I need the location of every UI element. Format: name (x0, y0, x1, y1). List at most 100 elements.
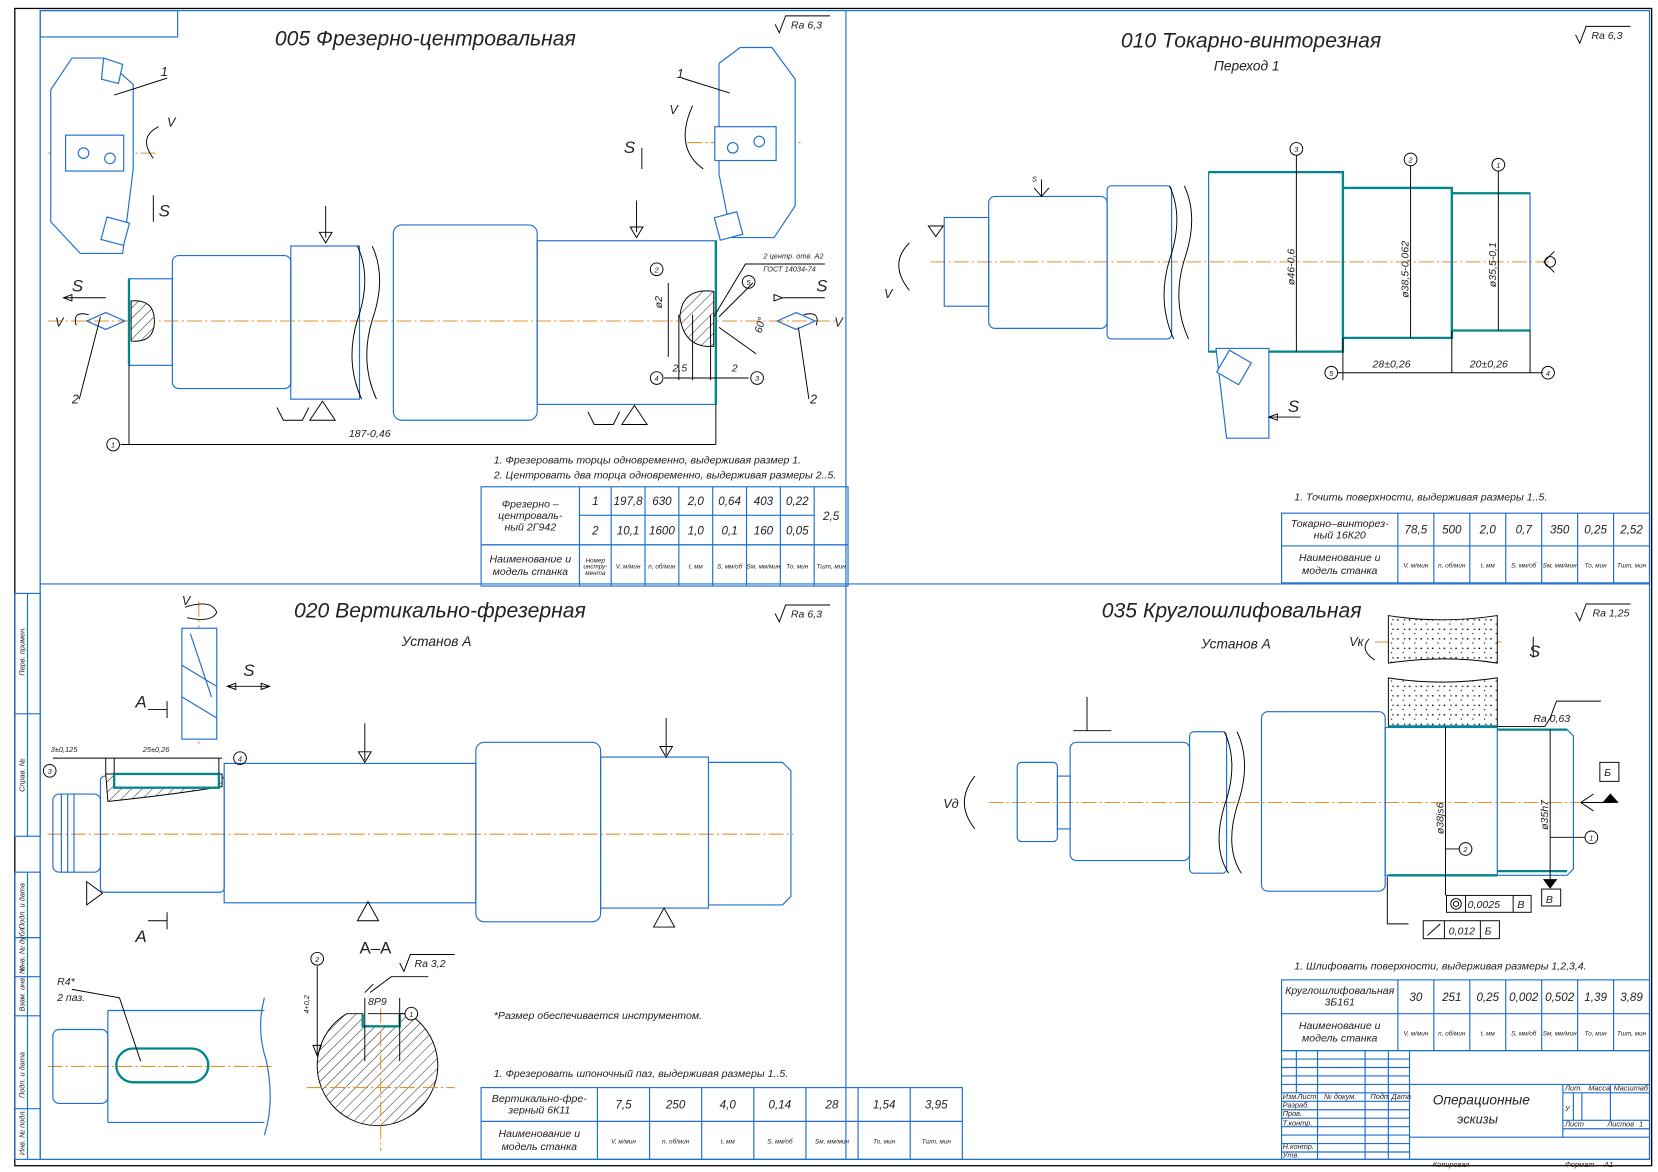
machine-name: 3Б161 (1325, 997, 1355, 1009)
machine-name: Фрезерно – (502, 498, 559, 510)
copied-label: Копировал (1433, 1160, 1471, 1169)
note-1: 1. Фрезеровать шпоночный паз, выдерживая… (494, 1068, 788, 1080)
milling-cutter-right-icon (713, 46, 796, 241)
callout: 2 (1407, 156, 1412, 165)
table-cell: 7,5 (615, 1099, 632, 1112)
grinding-wheel-icon (1387, 615, 1498, 727)
label-feed-s: S (159, 201, 171, 220)
table-cell: 2,0 (687, 495, 705, 508)
center-hole-spec: 2 центр. отв. А2 (762, 252, 823, 261)
stamp-ref-no: Справ. № (17, 758, 26, 792)
table-cell: 0,64 (718, 495, 741, 508)
format-value: А1 (1603, 1160, 1613, 1169)
dim-length-20: 20±0,26 (1469, 358, 1508, 370)
stamp-sign-date-2: Подп. и дата (17, 1052, 26, 1098)
stamp-replace-inv: Взам. инв. № (17, 966, 26, 1012)
dimension-lines (52, 603, 676, 1062)
label-cutter-1: 1 (677, 67, 684, 81)
header-unit: То, мин (873, 1139, 896, 1146)
table-cell: 4,0 (720, 1099, 737, 1112)
label-speed-v: V (55, 315, 65, 329)
callout-circles: 1 2 3 4 5 (106, 262, 764, 452)
table-cell: 0,7 (1516, 524, 1533, 537)
callout: 1 (111, 441, 115, 450)
clamp-arrows (276, 200, 649, 425)
table-cell: 2,52 (1619, 524, 1643, 537)
label-feed-s: S (243, 661, 255, 680)
dim-dia-35-5: ø35,5-0,1 (1487, 242, 1499, 287)
roughness-value: Ra 1,25 (1592, 608, 1629, 620)
dimension-lines (898, 155, 1556, 421)
header-unit: Тшт, мин (1617, 563, 1647, 570)
table-cell: 403 (754, 495, 774, 508)
dim-2-5: 2,5 (672, 363, 688, 375)
op-title: 035 Круглошлифовальная (1102, 600, 1362, 623)
callout: 1 (409, 1010, 413, 1019)
machine-name: зерный 6К11 (507, 1104, 570, 1116)
header-machine: модель станка (502, 1141, 578, 1153)
format-label: Формат (1565, 1160, 1594, 1169)
surface-roughness: Ra 0,63 (1533, 713, 1570, 725)
center-drill-left-icon (85, 311, 127, 331)
label-drill-2: 2 (71, 392, 79, 406)
header-machine: Наименование и (1299, 552, 1381, 564)
roughness-value: Ra 6,3 (791, 609, 822, 621)
machine-name: ный 2Г942 (504, 522, 556, 534)
callout: 3 (1294, 145, 1299, 154)
table-cell: 2 (591, 524, 599, 537)
callout: 3 (755, 374, 760, 383)
machine-name: Токарно–винторез- (1291, 518, 1389, 530)
feed-arrows (62, 77, 825, 400)
header-machine: Наименование и (1299, 1020, 1381, 1032)
dim-25: 25±0,26 (142, 745, 171, 754)
table-cell: 250 (665, 1099, 686, 1112)
table-cell: 0,1 (722, 524, 738, 537)
header-tool-no: мента (585, 570, 606, 577)
label-feed-s: S (624, 138, 636, 157)
tolerance-datum: В (1517, 899, 1524, 911)
table-cell: 197,8 (614, 495, 644, 508)
table-cell: 0,002 (1509, 991, 1539, 1004)
shaft (1016, 711, 1574, 892)
header-unit: V, м/мин (611, 1139, 636, 1146)
label-part-speed: Vд (943, 797, 958, 811)
table-border (1280, 512, 1651, 584)
header-unit: То, мин (1585, 563, 1608, 570)
dim-dia-35: ø35h7 (1539, 799, 1551, 830)
header-unit: n, об/мин (662, 1138, 690, 1146)
op-title: 010 Токарно-винторезная (1121, 30, 1381, 53)
operation-035: 035 Круглошлифовальная Установ А Ra 1,25… (943, 600, 1651, 1052)
tolerance-value: 0,012 (1449, 925, 1476, 937)
table-cell: 28 (825, 1099, 839, 1112)
dim-2: 2 (731, 363, 738, 375)
table-cell: 3,89 (1620, 991, 1643, 1004)
header-unit: Тшт, мин (1617, 1030, 1647, 1037)
label-speed-v: V (884, 287, 894, 301)
header-unit: То, мин (1585, 1030, 1608, 1037)
stamp-sign-date-1: Подп. и дата (17, 883, 26, 929)
label-speed-v: V (167, 116, 177, 130)
roughness-icon (1575, 603, 1631, 623)
sheet-label: Лист (1564, 1120, 1584, 1129)
label-feed-s: S (1288, 397, 1300, 416)
note-instrument: *Размер обеспечивается инструментом. (494, 1010, 702, 1022)
label-speed-v: V (669, 103, 679, 117)
label-cutter-1: 1 (161, 65, 168, 79)
table-cell: 2,0 (1479, 524, 1497, 537)
role-developer: Разраб. (1283, 1101, 1310, 1110)
stamp-first-use: Перв. примен. (17, 627, 26, 676)
label-drill-2: 2 (809, 392, 817, 406)
table-cell: 1,0 (688, 524, 705, 537)
dim-dia-38-5: ø38,5-0,062 (1399, 241, 1411, 298)
section-view (316, 1013, 439, 1127)
header-machine: модель станка (1302, 1033, 1378, 1045)
machine-name: Вертикально-фре- (492, 1093, 587, 1105)
table-cell: 0,14 (769, 1099, 792, 1112)
side-stamp: Перв. примен. Справ. № Подп. и дата Инв.… (14, 592, 41, 1160)
callout: 4 (1546, 369, 1550, 378)
table-cell: 1,39 (1584, 991, 1607, 1004)
header-tool-no: инстру- (583, 564, 607, 571)
header-unit: Sм, мм/мин (1543, 563, 1577, 570)
header-unit: V, м/мин (616, 564, 641, 571)
